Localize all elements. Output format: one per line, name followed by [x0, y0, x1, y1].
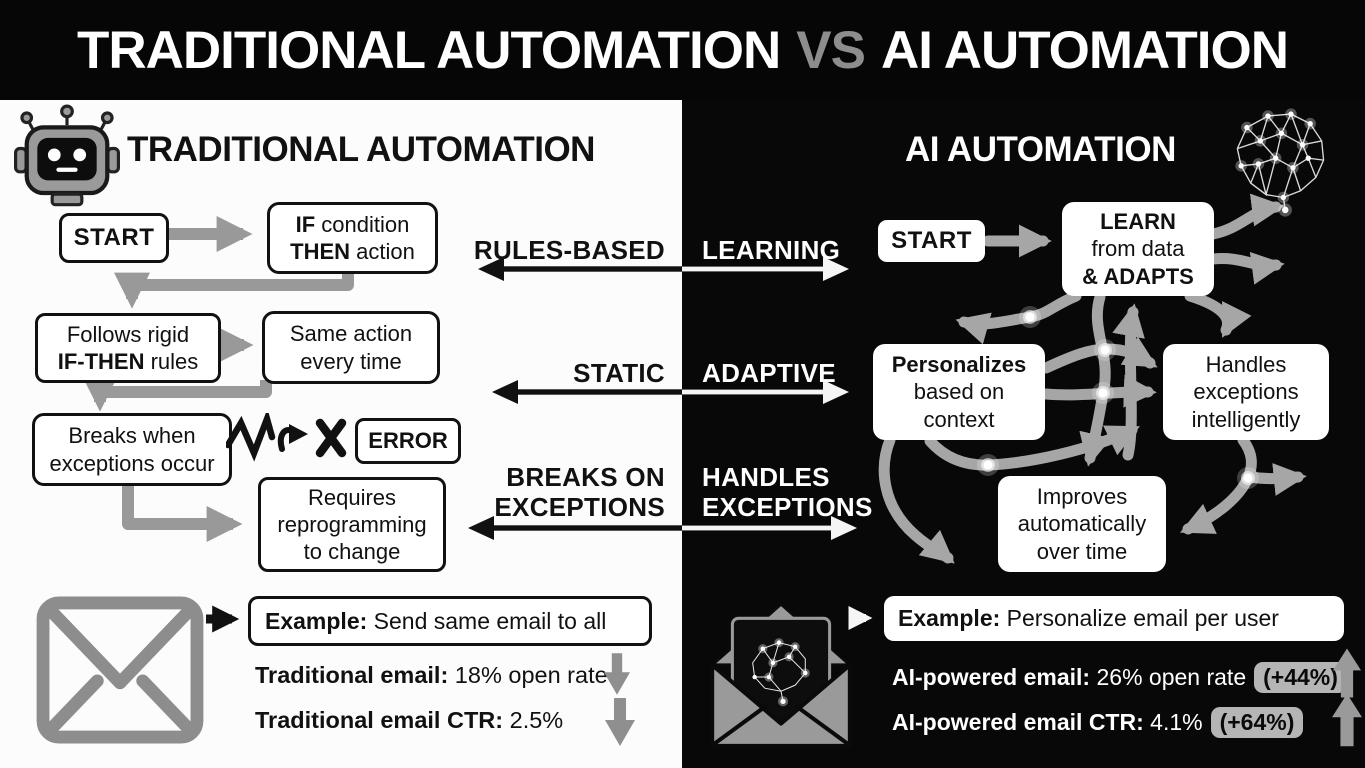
- broken-flow-icon: [226, 413, 347, 462]
- stat-ctr: Traditional email CTR: 2.5%: [255, 707, 564, 733]
- ai-start-label: START: [891, 227, 972, 255]
- start-label: START: [73, 224, 155, 252]
- traditional-heading: TRADITIONAL AUTOMATION: [127, 130, 595, 169]
- brain-network-icon: [1235, 108, 1325, 217]
- label-handles-exceptions: HANDLES EXCEPTIONS: [702, 462, 873, 523]
- label-rules-based: RULES-BASED: [473, 235, 665, 265]
- requires-box: Requires reprogramming to change: [258, 477, 446, 572]
- example-pointer-arrows: [206, 605, 873, 633]
- badge-open-rate-lift: (+44%): [1254, 662, 1347, 693]
- error-box: ERROR: [355, 418, 461, 464]
- ai-example-box: Example: Personalize email per user: [884, 596, 1344, 641]
- traditional-flow-arrows: [82, 216, 354, 542]
- down-arrow-icon: [604, 653, 630, 695]
- handles-box: Handles exceptions intelligently: [1163, 344, 1329, 440]
- network-glow-nodes: [977, 306, 1259, 489]
- label-static: STATIC: [573, 358, 665, 388]
- start-box: START: [59, 213, 169, 263]
- stat-open-rate: Traditional email: 18% open rate: [255, 662, 608, 688]
- personalizes-box: Personalizes based on context: [873, 344, 1045, 440]
- title-left-part: TRADITIONAL AUTOMATION: [76, 20, 781, 80]
- envelope-brain-icon: [708, 602, 854, 748]
- label-adaptive: ADAPTIVE: [702, 358, 836, 388]
- learn-box: LEARN from data & ADAPTS: [1062, 202, 1214, 296]
- ai-stat-open-rate: AI-powered email: 26% open rate (+44%): [892, 662, 1347, 693]
- email-example-box: Example: Send same email to all: [248, 596, 652, 646]
- x-icon: [315, 418, 347, 458]
- ai-heading: AI AUTOMATION: [905, 130, 1176, 169]
- header-banner: TRADITIONAL AUTOMATION VS AI AUTOMATION: [0, 0, 1365, 100]
- follows-rules-box: Follows rigid IF-THEN rules: [35, 313, 221, 383]
- robot-icon: [14, 104, 120, 207]
- title-right-part: AI AUTOMATION: [880, 20, 1289, 80]
- if-then-box: IF condition THEN action: [267, 202, 438, 274]
- breaks-box: Breaks when exceptions occur: [32, 413, 232, 486]
- label-learning: LEARNING: [702, 235, 841, 265]
- up-arrow-icon: [1332, 693, 1362, 747]
- ai-start-box: START: [878, 220, 985, 262]
- improves-box: Improves automatically over time: [998, 476, 1166, 572]
- title-vs: VS: [796, 20, 866, 80]
- badge-ctr-lift: (+64%): [1210, 707, 1304, 738]
- up-arrow-icon: [1333, 648, 1361, 698]
- same-action-box: Same action every time: [262, 311, 440, 384]
- down-arrow-icon: [605, 698, 635, 746]
- label-breaks-on-exceptions: BREAKS ON EXCEPTIONS: [494, 462, 665, 523]
- comparison-arrows: [468, 257, 857, 540]
- envelope-icon: [36, 596, 204, 744]
- ai-stat-ctr: AI-powered email CTR: 4.1% (+64%): [892, 707, 1304, 738]
